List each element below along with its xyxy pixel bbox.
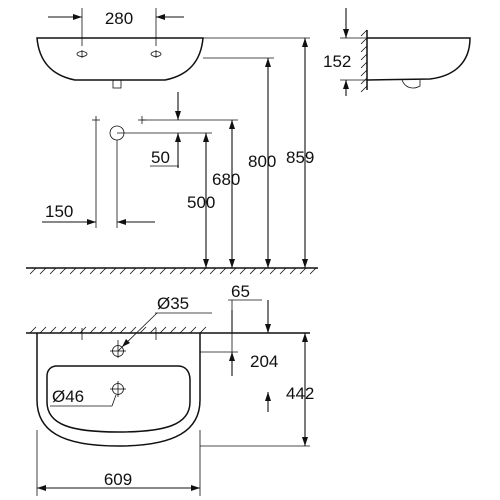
overflow-hole: [110, 381, 126, 397]
dim-152: 152: [323, 8, 367, 96]
dim-diameter-35: Ø35: [117, 294, 212, 352]
dim-500: 500: [183, 132, 215, 268]
dim-150: 150: [42, 202, 155, 225]
dim-65-label: 65: [231, 282, 250, 301]
plan-view: Ø35 65 204 442: [26, 282, 314, 496]
dim-diameter-35-label: Ø35: [157, 294, 189, 313]
dim-50-label: 50: [151, 148, 170, 167]
dim-204-label: 204: [250, 352, 278, 371]
tap-hole-marker-left: [76, 50, 88, 58]
dim-diameter-46-label: Ø46: [52, 387, 84, 406]
dim-diameter-46: Ø46: [50, 387, 117, 407]
side-view: 152: [323, 8, 471, 96]
dim-609: 609: [36, 430, 201, 496]
dim-50: 50: [150, 92, 181, 168]
basin-front-outline: [36, 37, 204, 81]
dim-800-label: 800: [248, 152, 276, 171]
dim-800: 800: [203, 57, 276, 268]
dim-680: 680: [183, 119, 240, 268]
dim-442: 442: [200, 333, 314, 447]
floor-line: [26, 267, 318, 275]
dim-280-label: 280: [105, 9, 133, 28]
front-view: 280 50 150: [26, 8, 318, 275]
dim-680-label: 680: [212, 170, 240, 189]
dim-150-label: 150: [45, 202, 73, 221]
tap-hole-marker-right: [150, 50, 162, 58]
basin-plan-outline: [36, 333, 201, 447]
inner-bowl: [46, 365, 191, 433]
dim-500-label: 500: [187, 193, 215, 212]
dim-65: 65: [228, 282, 271, 352]
dim-859: 859: [203, 37, 314, 268]
dim-442-label: 442: [286, 384, 314, 403]
dim-609-label: 609: [104, 470, 132, 489]
fixing-point-left: [92, 116, 100, 124]
dim-280: 280: [48, 8, 184, 46]
dim-204: 204: [200, 310, 278, 376]
basin-side-outline: [366, 37, 471, 81]
waste-outlet: [112, 79, 122, 89]
dim-859-label: 859: [286, 148, 314, 167]
dim-152-label: 152: [323, 52, 351, 71]
